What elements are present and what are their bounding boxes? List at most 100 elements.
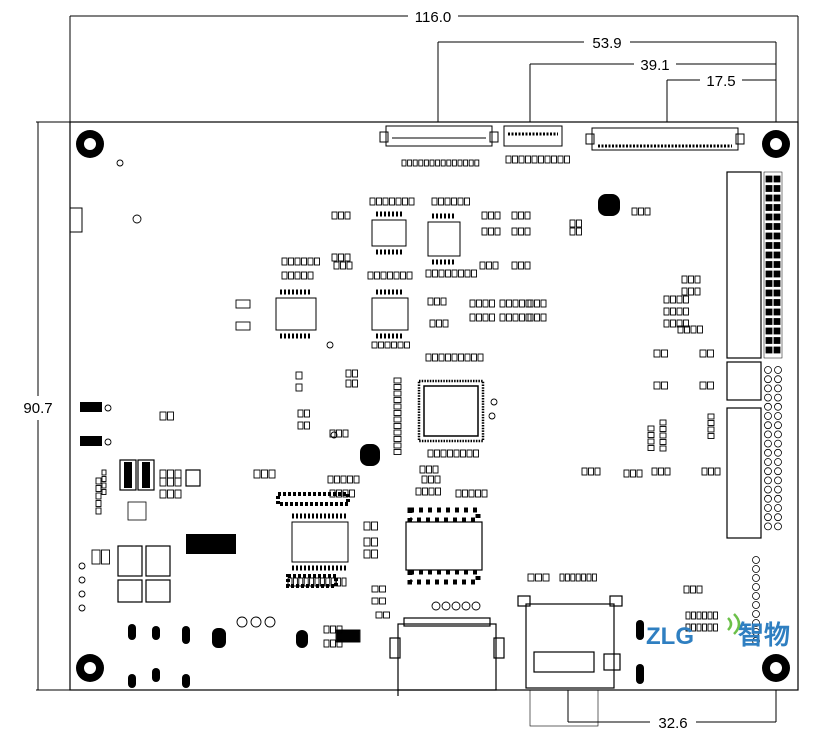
pad [569,219,576,228]
pad [304,409,310,418]
pad [481,211,488,220]
pad [471,353,477,362]
header-hole [752,556,760,564]
pad [499,313,506,322]
pad [638,207,644,216]
pad [663,319,670,328]
pad [492,261,499,270]
pad [342,489,349,498]
header-pin [765,327,773,335]
pad [427,449,434,458]
pad [422,487,428,496]
pad [630,469,636,478]
pad [581,573,587,582]
header-hole [774,504,782,512]
pad [488,227,494,236]
pad [586,573,592,582]
pad [477,353,484,362]
pad [707,611,713,620]
pad [468,489,475,498]
pad [382,197,389,206]
pad [464,353,471,362]
pad [438,197,444,206]
pad [494,227,501,236]
pad [292,577,298,587]
header-pin [773,289,781,297]
pad [499,299,506,308]
signal-icon [727,613,741,635]
pad [397,341,404,349]
pad [453,449,460,458]
pad [653,349,661,358]
pad [464,269,471,278]
header-pin [765,346,773,354]
pad [331,211,338,220]
pad [341,577,347,587]
pad [325,577,331,587]
pad [412,159,418,167]
pad [659,445,667,452]
pad [569,227,576,236]
header-hole [774,430,782,439]
pad [464,197,470,206]
pad [297,409,304,418]
header-pin [765,318,773,325]
pad [488,211,494,220]
pad [505,155,512,164]
pad [691,611,696,620]
pad [512,155,518,164]
pad [575,573,581,582]
pad [336,639,343,648]
pad [294,271,301,280]
pad [446,159,452,167]
dimension-lines [36,15,799,723]
pad [647,445,655,451]
pad [570,573,576,582]
pad [434,449,440,458]
header-hole [764,430,772,439]
pad [101,482,107,489]
pad [426,465,432,474]
black-component [186,534,236,554]
pad [281,257,288,266]
pad [295,383,303,392]
pad [591,573,597,582]
pad [406,271,413,280]
pad [677,325,684,334]
pad [581,467,588,476]
pad [101,469,107,476]
pad [481,227,488,236]
pad [683,319,689,328]
mounting-hole-bottom-right [762,654,790,682]
pad [235,321,251,331]
pad [683,585,690,594]
pad [340,261,346,270]
pad [371,341,378,349]
header-pin [773,327,781,335]
pad [432,353,438,362]
pad [469,313,476,322]
pad [174,477,182,487]
pad [525,155,531,164]
pad [261,469,268,479]
header-hole [752,574,760,582]
logo-cjk-text: 智物 [738,620,790,650]
header-connector-mid [726,361,762,401]
header-pin [773,308,781,316]
pad [344,253,351,262]
pad [476,299,482,308]
pad [427,297,434,306]
header-pin [773,346,781,354]
pad [329,429,336,438]
pad [482,313,489,322]
pad [519,313,525,322]
pad [707,623,713,632]
header-hole [774,375,782,384]
watermark-logo: ZLG 智物 [646,613,790,650]
pad [690,585,696,594]
pad [367,271,374,280]
header-pin [765,261,773,268]
pad [294,257,301,266]
pad [167,477,174,487]
header-pin [765,213,773,221]
